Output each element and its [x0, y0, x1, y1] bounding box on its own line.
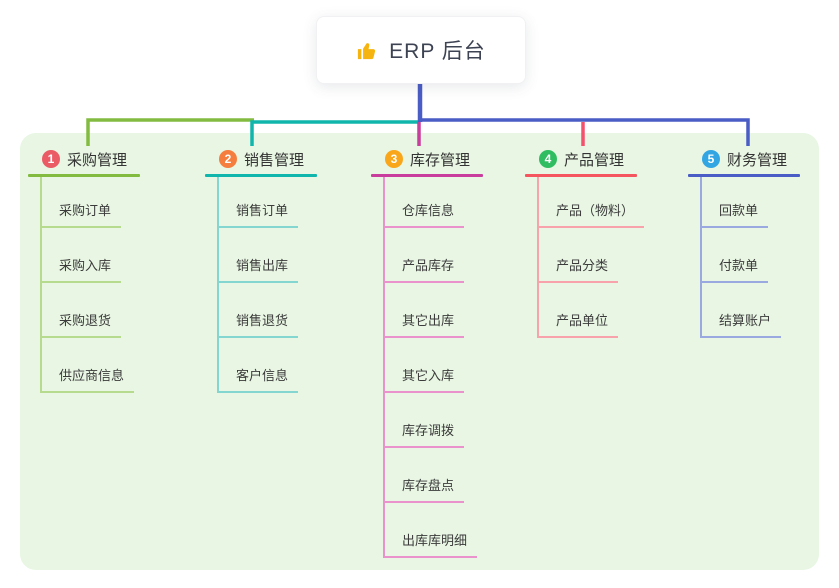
child-node[interactable]: 采购退货: [42, 283, 134, 338]
branch-4-node[interactable]: 4 产品管理: [525, 144, 637, 174]
branch-5-index-badge: 5: [702, 150, 720, 168]
child-label: 采购退货: [42, 310, 122, 338]
branch-2-index-badge: 2: [219, 150, 237, 168]
branch-4-underline: [525, 174, 637, 177]
child-label: 回款单: [702, 200, 769, 228]
child-node[interactable]: 采购入库: [42, 228, 134, 283]
child-label: 产品（物料）: [539, 200, 645, 228]
branch-finance: 5 财务管理 回款单 付款单 结算账户: [688, 144, 800, 338]
mindmap-canvas: [20, 133, 819, 570]
child-node[interactable]: 其它出库: [385, 283, 477, 338]
child-label: 产品库存: [385, 255, 465, 283]
branch-5-node[interactable]: 5 财务管理: [688, 144, 800, 174]
thumbs-up-icon: [358, 42, 376, 59]
branch-3-underline: [371, 174, 483, 177]
branch-1-underline: [28, 174, 140, 177]
root-node[interactable]: ERP 后台: [316, 16, 526, 84]
child-node[interactable]: 结算账户: [702, 283, 782, 338]
child-node[interactable]: 销售出库: [219, 228, 299, 283]
child-node[interactable]: 付款单: [702, 228, 781, 283]
branch-2-underline: [205, 174, 317, 177]
branch-5-underline: [688, 174, 800, 177]
child-label: 产品单位: [539, 310, 619, 338]
child-node[interactable]: 采购订单: [42, 177, 134, 228]
child-label: 结算账户: [702, 310, 782, 338]
child-label: 销售出库: [219, 255, 299, 283]
child-label: 其它入库: [385, 365, 465, 393]
branch-4-children: 产品（物料） 产品分类 产品单位: [537, 177, 645, 338]
child-label: 其它出库: [385, 310, 465, 338]
child-node[interactable]: 销售订单: [219, 177, 299, 228]
child-label: 采购订单: [42, 200, 122, 228]
branch-inventory: 3 库存管理 仓库信息 产品库存 其它出库 其它入库 库存调拨 库存盘点 出库库…: [371, 144, 483, 558]
branch-4-index-badge: 4: [539, 150, 557, 168]
branch-3-node[interactable]: 3 库存管理: [371, 144, 483, 174]
child-label: 产品分类: [539, 255, 619, 283]
child-node[interactable]: 其它入库: [385, 338, 477, 393]
branch-3-label: 库存管理: [410, 151, 471, 169]
child-label: 客户信息: [219, 365, 299, 393]
branch-5-label: 财务管理: [727, 151, 788, 169]
child-label: 销售退货: [219, 310, 299, 338]
branch-purchase: 1 采购管理 采购订单 采购入库 采购退货 供应商信息: [28, 144, 140, 393]
branch-1-node[interactable]: 1 采购管理: [28, 144, 140, 174]
branch-3-children: 仓库信息 产品库存 其它出库 其它入库 库存调拨 库存盘点 出库库明细: [383, 177, 478, 558]
child-node[interactable]: 产品库存: [385, 228, 477, 283]
branch-sales: 2 销售管理 销售订单 销售出库 销售退货 客户信息: [205, 144, 317, 393]
child-label: 出库库明细: [385, 530, 478, 558]
branch-1-label: 采购管理: [67, 151, 128, 169]
child-label: 仓库信息: [385, 200, 465, 228]
child-label: 供应商信息: [42, 365, 135, 393]
child-label: 库存盘点: [385, 475, 465, 503]
branch-2-label: 销售管理: [244, 151, 305, 169]
child-node[interactable]: 出库库明细: [385, 503, 478, 558]
child-node[interactable]: 库存调拨: [385, 393, 477, 448]
child-node[interactable]: 仓库信息: [385, 177, 477, 228]
child-label: 采购入库: [42, 255, 122, 283]
child-node[interactable]: 库存盘点: [385, 448, 477, 503]
child-node[interactable]: 客户信息: [219, 338, 299, 393]
branch-product: 4 产品管理 产品（物料） 产品分类 产品单位: [525, 144, 645, 338]
child-node[interactable]: 产品分类: [539, 228, 644, 283]
child-node[interactable]: 销售退货: [219, 283, 299, 338]
branch-1-index-badge: 1: [42, 150, 60, 168]
child-node[interactable]: 产品单位: [539, 283, 644, 338]
child-label: 付款单: [702, 255, 769, 283]
child-node[interactable]: 回款单: [702, 177, 781, 228]
child-label: 库存调拨: [385, 420, 465, 448]
branch-2-node[interactable]: 2 销售管理: [205, 144, 317, 174]
branch-1-children: 采购订单 采购入库 采购退货 供应商信息: [40, 177, 135, 393]
child-node[interactable]: 供应商信息: [42, 338, 135, 393]
branch-4-label: 产品管理: [564, 151, 625, 169]
child-label: 销售订单: [219, 200, 299, 228]
root-title: ERP 后台: [389, 40, 486, 63]
child-node[interactable]: 产品（物料）: [539, 177, 645, 228]
branch-3-index-badge: 3: [385, 150, 403, 168]
branch-2-children: 销售订单 销售出库 销售退货 客户信息: [217, 177, 299, 393]
branch-5-children: 回款单 付款单 结算账户: [700, 177, 782, 338]
